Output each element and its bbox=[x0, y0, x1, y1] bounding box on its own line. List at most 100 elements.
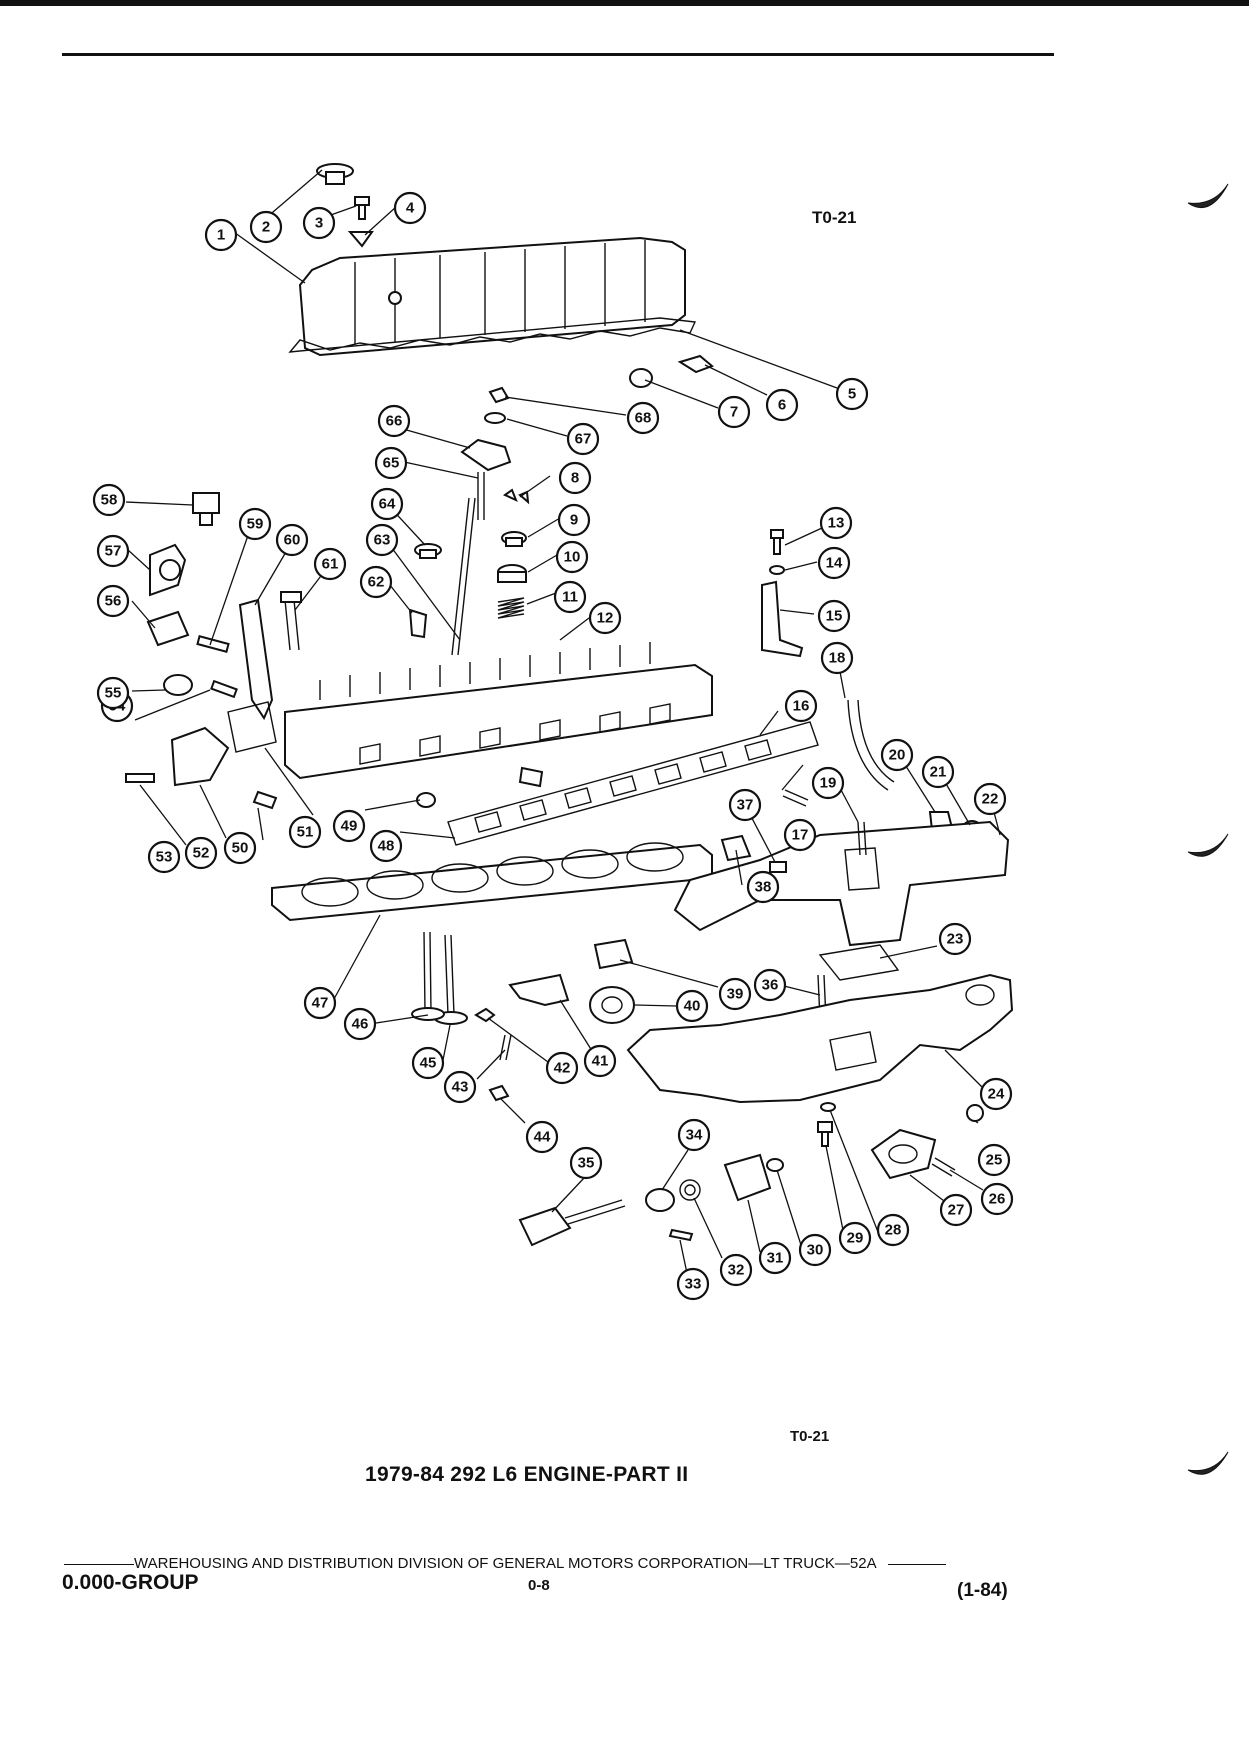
callout-43: 43 bbox=[443, 1070, 477, 1104]
callout-57: 57 bbox=[96, 534, 130, 568]
part-switch-58 bbox=[192, 492, 220, 526]
svg-text:31: 31 bbox=[767, 1250, 784, 1267]
svg-text:4: 4 bbox=[406, 200, 415, 217]
svg-text:34: 34 bbox=[686, 1127, 703, 1144]
svg-text:59: 59 bbox=[247, 516, 264, 533]
svg-text:58: 58 bbox=[101, 492, 118, 509]
svg-text:51: 51 bbox=[297, 824, 314, 841]
svg-text:27: 27 bbox=[948, 1202, 965, 1219]
callout-45: 45 bbox=[411, 1046, 445, 1080]
part-grommet-7 bbox=[629, 368, 653, 388]
part-fitting-50 bbox=[252, 790, 278, 810]
callout-25: 25 bbox=[977, 1143, 1011, 1177]
svg-text:22: 22 bbox=[982, 791, 999, 808]
svg-text:35: 35 bbox=[578, 1155, 595, 1172]
part-pushrod-63 bbox=[451, 497, 476, 656]
svg-text:50: 50 bbox=[232, 840, 249, 857]
part-bolt-37 bbox=[769, 861, 787, 873]
part-gasket-27 bbox=[870, 1128, 937, 1180]
callout-35: 35 bbox=[569, 1146, 603, 1180]
callout-4: 4 bbox=[393, 191, 427, 225]
svg-text:10: 10 bbox=[564, 549, 581, 566]
part-washer-42 bbox=[474, 1007, 496, 1023]
part-bracket-60 bbox=[238, 598, 274, 721]
svg-text:46: 46 bbox=[352, 1016, 369, 1033]
svg-text:26: 26 bbox=[989, 1191, 1006, 1208]
callout-44: 44 bbox=[525, 1120, 559, 1154]
svg-text:60: 60 bbox=[284, 532, 301, 549]
header-rule bbox=[62, 53, 1054, 56]
callout-33: 33 bbox=[676, 1267, 710, 1301]
svg-text:23: 23 bbox=[947, 931, 964, 948]
footer-source-line: WAREHOUSING AND DISTRIBUTION DIVISION OF… bbox=[64, 1555, 1024, 1572]
callout-16: 16 bbox=[784, 689, 818, 723]
callout-5: 5 bbox=[835, 377, 869, 411]
svg-text:53: 53 bbox=[156, 849, 173, 866]
svg-text:8: 8 bbox=[571, 470, 579, 487]
callout-29: 29 bbox=[838, 1221, 872, 1255]
part-gasket-39 bbox=[593, 938, 634, 970]
part-nut-44 bbox=[488, 1084, 510, 1102]
callout-14: 14 bbox=[817, 546, 851, 580]
callout-59: 59 bbox=[238, 507, 272, 541]
part-deflector-64 bbox=[414, 543, 442, 559]
svg-text:12: 12 bbox=[597, 610, 614, 627]
svg-text:64: 64 bbox=[379, 496, 396, 513]
part-seat-67 bbox=[484, 412, 506, 424]
svg-text:18: 18 bbox=[829, 650, 846, 667]
svg-text:56: 56 bbox=[105, 593, 122, 610]
callout-8: 8 bbox=[558, 461, 592, 495]
svg-text:45: 45 bbox=[420, 1055, 437, 1072]
part-washer-28 bbox=[820, 1102, 836, 1112]
part-rocker-arm-66 bbox=[460, 438, 512, 472]
part-pushrod-65 bbox=[477, 472, 485, 520]
callout-55: 55 bbox=[96, 676, 130, 710]
part-washer-14 bbox=[769, 565, 785, 575]
callout-7: 7 bbox=[717, 395, 751, 429]
svg-text:43: 43 bbox=[452, 1079, 469, 1096]
callout-21: 21 bbox=[921, 755, 955, 789]
svg-text:24: 24 bbox=[988, 1086, 1005, 1103]
part-sensor-48 bbox=[518, 766, 544, 788]
svg-text:28: 28 bbox=[885, 1222, 902, 1239]
svg-text:9: 9 bbox=[570, 512, 578, 529]
part-nut-68 bbox=[488, 386, 510, 404]
figure-reference-bottom: T0-21 bbox=[790, 1428, 830, 1445]
callout-11: 11 bbox=[553, 580, 587, 614]
callout-1: 1 bbox=[204, 218, 238, 252]
callout-13: 13 bbox=[819, 506, 853, 540]
part-exhaust-manifold-24 bbox=[626, 973, 1014, 1104]
part-bracket-6 bbox=[677, 354, 714, 374]
callout-42: 42 bbox=[545, 1051, 579, 1085]
svg-text:30: 30 bbox=[807, 1242, 824, 1259]
svg-text:13: 13 bbox=[828, 515, 845, 532]
part-keys-8 bbox=[503, 488, 530, 505]
svg-text:2: 2 bbox=[262, 219, 270, 236]
part-spring-32 bbox=[679, 1179, 701, 1201]
callout-27: 27 bbox=[939, 1193, 973, 1227]
svg-text:7: 7 bbox=[730, 404, 738, 421]
part-bolt-29 bbox=[817, 1121, 833, 1147]
callout-65: 65 bbox=[374, 446, 408, 480]
svg-text:47: 47 bbox=[312, 995, 329, 1012]
callout-64: 64 bbox=[370, 487, 404, 521]
svg-text:40: 40 bbox=[684, 998, 701, 1015]
part-gasket-23 bbox=[818, 944, 900, 981]
svg-text:36: 36 bbox=[762, 977, 779, 994]
callout-40: 40 bbox=[675, 989, 709, 1023]
callout-36: 36 bbox=[753, 968, 787, 1002]
part-sender-54 bbox=[210, 679, 238, 699]
callout-62: 62 bbox=[359, 565, 393, 599]
callout-48: 48 bbox=[369, 829, 403, 863]
part-bolt-61 bbox=[280, 591, 302, 651]
footer-rule-left bbox=[64, 1563, 134, 1565]
callout-49: 49 bbox=[332, 809, 366, 843]
callout-31: 31 bbox=[758, 1241, 792, 1275]
part-bolt-59 bbox=[196, 635, 230, 653]
page-number: 0-8 bbox=[528, 1577, 550, 1594]
svg-text:37: 37 bbox=[737, 797, 754, 814]
callout-6: 6 bbox=[765, 388, 799, 422]
callout-15: 15 bbox=[817, 599, 851, 633]
part-thermostat-55 bbox=[163, 674, 193, 696]
part-actuator-35 bbox=[518, 1199, 626, 1247]
